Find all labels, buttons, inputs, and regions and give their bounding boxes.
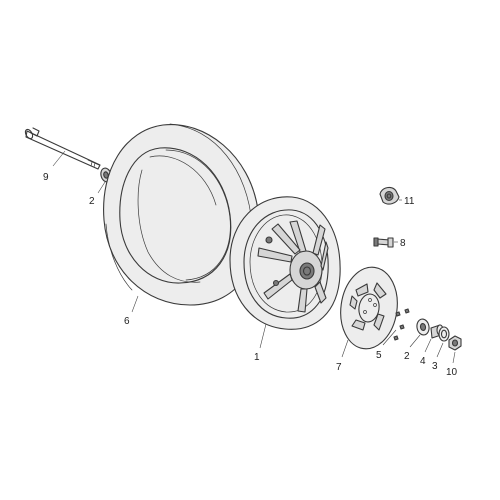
callout-tyre: 6 [124, 316, 130, 327]
tyre [103, 123, 260, 306]
callout-spacer: 4 [420, 356, 426, 367]
callout-axle: 9 [43, 172, 49, 183]
oil-seal [438, 326, 450, 342]
washer-right [416, 318, 430, 336]
brake-disc [340, 266, 398, 350]
callout-valve: 8 [400, 238, 406, 249]
wheel-axle [24, 127, 101, 170]
callout-washer-left: 2 [89, 196, 95, 207]
callout-washer-right: 2 [404, 351, 410, 362]
speedometer-drive [379, 186, 400, 205]
callout-brake-disc: 7 [336, 362, 342, 373]
leader-lines [52, 150, 456, 364]
axle-nut [448, 335, 462, 351]
callout-disc-screws: 5 [376, 350, 382, 361]
disc-screws [393, 308, 410, 341]
wheel-rim [229, 196, 341, 330]
tyre-valve [373, 237, 394, 248]
callout-seal: 3 [432, 361, 438, 372]
callout-nut: 10 [446, 367, 458, 378]
callout-wheel-rim: 1 [254, 352, 260, 363]
callout-speedo-drive: 11 [404, 196, 415, 207]
